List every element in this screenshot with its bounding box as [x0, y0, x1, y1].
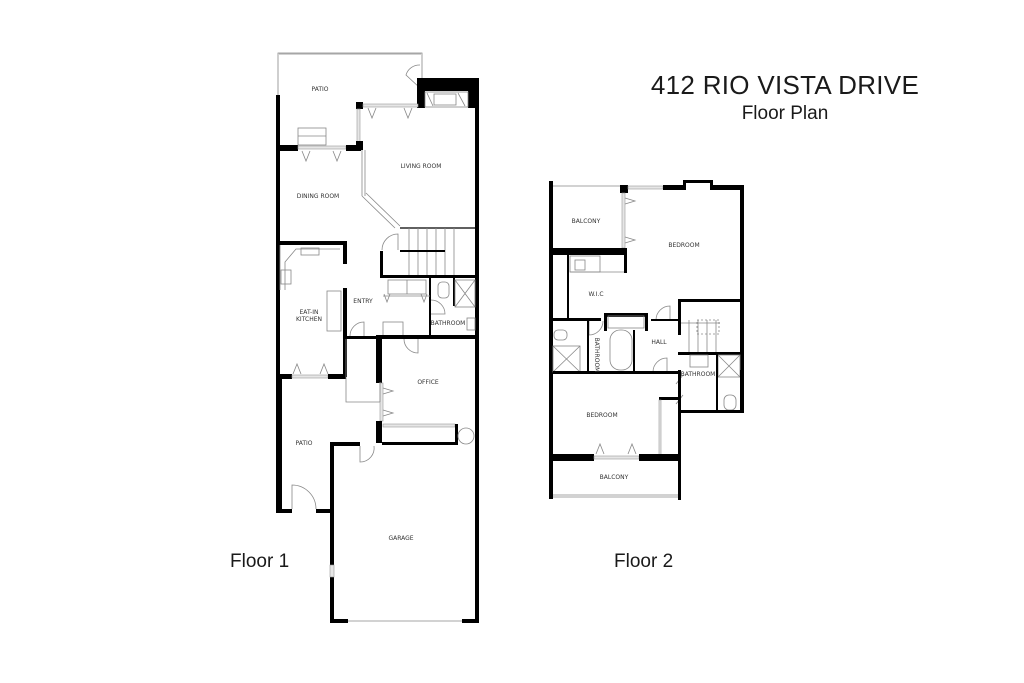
floor-1-plan: PATIO LIVING ROOM DINING ROOM EAT-IN KIT…	[276, 52, 479, 623]
room-label-entry: ENTRY	[353, 298, 373, 305]
room-label-kitchen-2: KITCHEN	[296, 316, 322, 323]
room-label-bedroom-upper: BEDROOM	[668, 242, 699, 249]
floor-2-plan: BALCONY BEDROOM W.I.C BATHROOM HALL BATH…	[549, 180, 744, 500]
room-label-patio-upper: PATIO	[311, 86, 328, 93]
room-label-bathroom-1: BATHROOM	[431, 320, 466, 327]
room-label-office: OFFICE	[417, 379, 439, 386]
floor-1-label: Floor 1	[230, 551, 290, 572]
room-label-bathroom-right: BATHROOM	[681, 371, 716, 378]
floor-2-label: Floor 2	[614, 551, 674, 572]
room-label-bathroom-left: BATHROOM	[593, 338, 600, 373]
plan-subtitle: Floor Plan	[741, 103, 829, 124]
room-label-living-room: LIVING ROOM	[401, 163, 442, 170]
room-label-balcony-lower: BALCONY	[600, 474, 629, 481]
room-label-hall: HALL	[651, 339, 667, 346]
room-label-wic: W.I.C	[588, 291, 603, 298]
room-label-bedroom-lower: BEDROOM	[586, 412, 617, 419]
room-label-kitchen-1: EAT-IN	[300, 309, 319, 316]
room-label-garage: GARAGE	[388, 535, 413, 542]
room-label-balcony-upper: BALCONY	[572, 218, 601, 225]
room-label-patio-lower: PATIO	[295, 440, 312, 447]
property-title: 412 RIO VISTA DRIVE	[650, 70, 920, 100]
room-label-dining-room: DINING ROOM	[297, 193, 339, 200]
